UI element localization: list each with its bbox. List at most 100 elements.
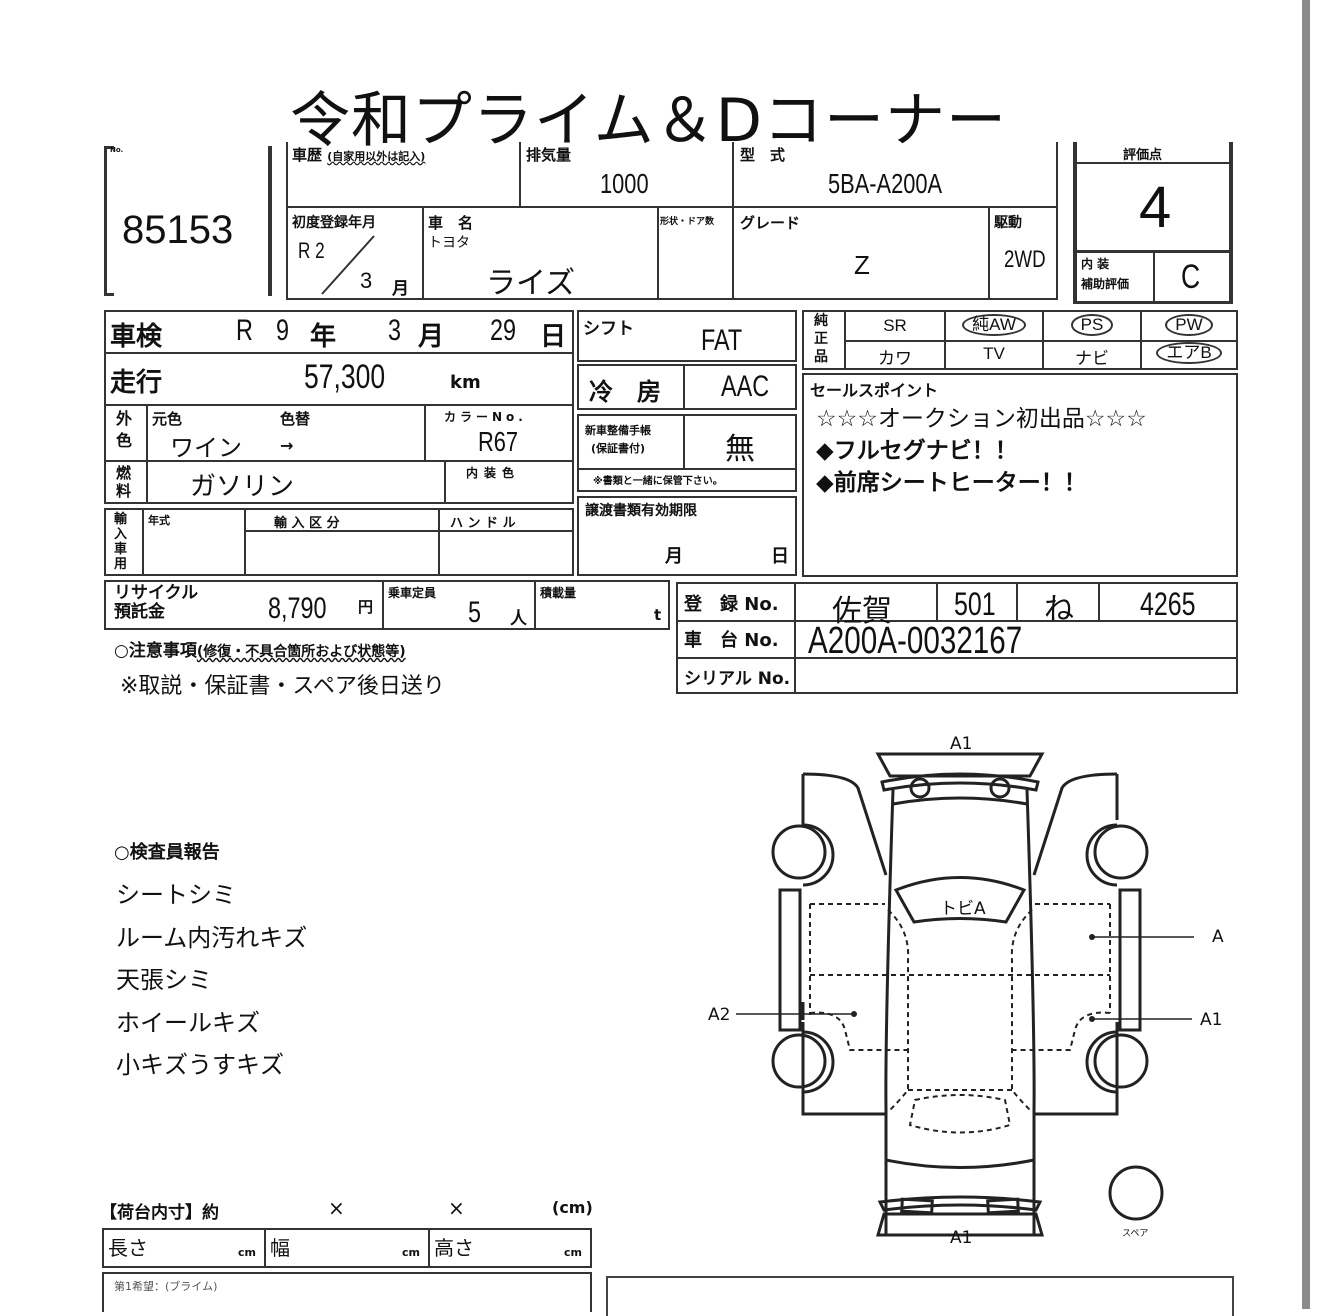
diagram-label-spare: スペア [1122, 1229, 1149, 1239]
shift-label: シフト [583, 319, 634, 339]
handle-label: ハ ン ド ル [450, 516, 516, 531]
sales-point-line-1: ☆☆☆オークション初出品☆☆☆ [816, 406, 1147, 432]
sales-point-line-3: ◆前席シートヒーター！！ [816, 470, 1087, 496]
warranty-value: 無 [725, 432, 755, 467]
score-label: 評価点 [1123, 148, 1163, 163]
drive-label: 駆動 [994, 215, 1022, 231]
warranty-label: 新車整備手帳 (保証書付) [585, 424, 651, 455]
month-unit-2: 月 [418, 322, 445, 352]
grade-label: グレード [740, 214, 801, 232]
cargo-unit: (cm) [552, 1198, 593, 1217]
car-name-value: ライズ [486, 266, 576, 301]
equipment-navi: ナビ [1075, 349, 1109, 368]
history-label: 車歴 (自家用以外は記入) [292, 146, 426, 164]
equipment-power-windows: PW [1142, 314, 1236, 336]
interior-score-value: C [1181, 258, 1201, 296]
preference-text: 第1希望：(ブライム) [114, 1280, 218, 1293]
color-change-label: 色替 [280, 410, 311, 428]
registration-label: 登 録 No. [684, 594, 779, 615]
sales-point-line-2: ◆フルセグナビ！！ [816, 438, 1018, 464]
recycle-row: リサイクル 預託金 8,790 円 乗車定員 5 人 積載量 t [104, 580, 670, 630]
sales-points-box: セールスポイント ☆☆☆オークション初出品☆☆☆ ◆フルセグナビ！！ ◆前席シー… [802, 373, 1238, 577]
diagram-label-right-upper: A [1212, 927, 1224, 947]
year-unit: 年 [310, 322, 337, 352]
import-block: 輸入車用 年式 輸 入 区 分 ハ ン ド ル [104, 508, 574, 576]
color-code-value: R67 [478, 426, 519, 457]
remarks-box [606, 1276, 1234, 1316]
serial-label: シリアル No. [684, 669, 791, 689]
transfer-docs-label: 譲渡書類有効期限 [585, 503, 697, 519]
diagram-label-right-lower: A1 [1200, 1010, 1223, 1030]
mileage-label: 走行 [110, 368, 163, 398]
mileage-value: 57,300 [304, 358, 386, 396]
cargo-times-2: × [448, 1196, 465, 1220]
ac-label: 冷 房 [589, 378, 661, 406]
inspection-month: 3 [388, 314, 402, 347]
first-registration-label: 初度登録年月 [292, 215, 376, 231]
cargo-height-unit: cm [564, 1246, 582, 1259]
equipment-leather: カワ [878, 349, 912, 368]
vehicle-info-grid: 車歴 (自家用以外は記入) 排気量 1000 型 式 5BA-A200A 初度登… [286, 142, 1058, 301]
equipment-side-label: 純正品 [814, 313, 828, 365]
cargo-times-1: × [328, 1196, 345, 1220]
cargo-height-label: 高さ [434, 1236, 474, 1260]
notes-text: ※取説・保証書・スペア後日送り [120, 674, 445, 699]
fuel-side-label: 燃料 [116, 464, 132, 500]
transfer-month-unit: 月 [665, 546, 683, 567]
registration-block: 登 録 No. 佐賀 501 ね 4265 車 台 No. A200A-0032… [676, 582, 1238, 694]
lot-number: 85153 [122, 208, 234, 252]
inspection-label: 車検 [110, 322, 163, 352]
grade-value: Z [854, 250, 870, 280]
equipment-tv: TV [983, 344, 1005, 363]
equipment-sr: SR [883, 316, 907, 335]
inspector-report-list: シートシミ ルーム内汚れキズ 天張シミ ホイールキズ 小キズうすキズ [116, 874, 307, 1087]
registration-class: 501 [954, 586, 996, 622]
inspection-era: R [236, 314, 253, 347]
inspector-report-heading: ○検査員報告 [114, 842, 220, 863]
diagram-label-rear: A1 [950, 1228, 973, 1248]
fuel-value: ガソリン [190, 472, 295, 502]
drive-value: 2WD [1004, 246, 1046, 273]
interior-color-label: 内装色 [466, 466, 521, 480]
preference-box: 第1希望：(ブライム) [102, 1272, 592, 1312]
equipment-power-steering: PS [1044, 314, 1140, 336]
import-year-label: 年式 [148, 514, 170, 527]
registration-prefecture: 佐賀 [832, 594, 892, 629]
lot-label: No. [110, 146, 124, 154]
chassis-label: 車 台 No. [684, 630, 779, 651]
inspection-mileage-block: 車検 R 9 年 3 月 29 日 走行 57,300 km 外色 元色 ワイン… [104, 310, 574, 504]
diagram-label-front: A1 [950, 734, 973, 754]
car-name-label: 車 名 [428, 214, 474, 232]
sales-points-label: セールスポイント [810, 381, 939, 400]
interior-score-label: 内 装 補助評価 [1081, 257, 1130, 291]
page-edge-bar [1302, 0, 1310, 1309]
first-registration-era: R 2 [298, 238, 325, 263]
registration-kana: ね [1044, 592, 1074, 627]
notes-heading: ○注意事項(修復・不具合箇所および状態等) [114, 641, 406, 661]
date-slash [321, 235, 375, 295]
import-side-label: 輸入車用 [114, 512, 128, 572]
exterior-color-side-label: 外色 [116, 409, 133, 450]
diagram-label-left: A2 [708, 1005, 731, 1025]
car-maker: トヨタ [428, 235, 470, 251]
import-category-label: 輸 入 区 分 [274, 516, 340, 531]
equipment-grid: 純正品 SR 純AW PS PW カワ TV ナビ エアB [802, 310, 1238, 370]
cargo-length-unit: cm [238, 1246, 256, 1259]
inspector-item: 天張シミ [116, 966, 212, 994]
recycle-label: リサイクル 預託金 [114, 583, 199, 622]
capacity-label: 乗車定員 [388, 586, 437, 600]
cargo-width-label: 幅 [270, 1236, 290, 1260]
model-code-value: 5BA-A200A [828, 168, 943, 199]
cargo-width-unit: cm [402, 1246, 420, 1259]
cargo-dimensions-table: 長さ cm 幅 cm 高さ cm [102, 1228, 592, 1268]
first-registration-month: 3 [360, 268, 373, 293]
color-change-arrow: → [280, 436, 294, 455]
cargo-label: 【荷台内寸】約 [100, 1203, 219, 1223]
ac-box: 冷 房 AAC [577, 364, 797, 410]
score-box: 評価点 4 内 装 補助評価 C [1073, 142, 1235, 304]
equipment-alloy-wheels: 純AW [946, 314, 1042, 336]
inspector-item: シートシミ [116, 881, 236, 909]
cargo-length-label: 長さ [108, 1236, 148, 1260]
displacement-label: 排気量 [526, 146, 572, 164]
ac-value: AAC [721, 370, 770, 403]
